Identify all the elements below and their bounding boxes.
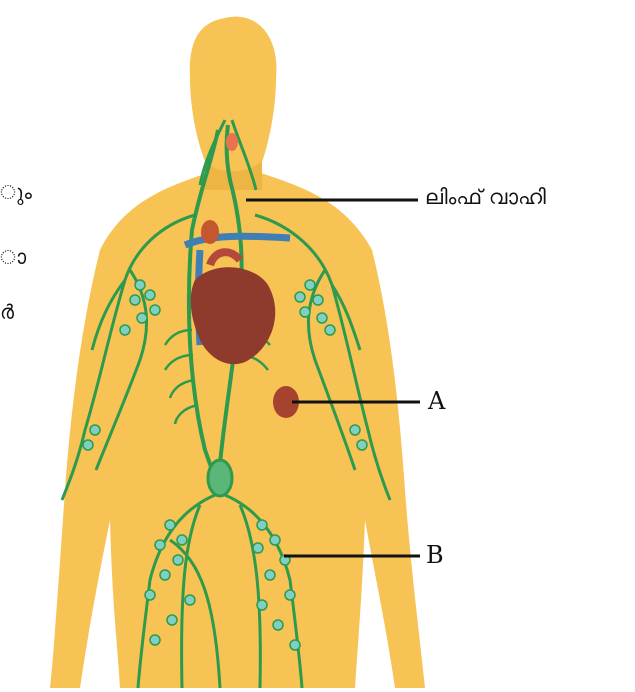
margin-fragment-2: ാ	[0, 245, 26, 269]
label-a: A	[428, 387, 445, 415]
label-b: B	[426, 541, 444, 569]
label-lymph-vessel: ലിംഫ് വാഹി	[425, 185, 546, 210]
cisterna-chyli	[208, 460, 232, 496]
neck-gland	[226, 133, 238, 151]
margin-fragment-3: ർ	[0, 300, 14, 324]
margin-fragment-1: ും	[0, 180, 32, 204]
